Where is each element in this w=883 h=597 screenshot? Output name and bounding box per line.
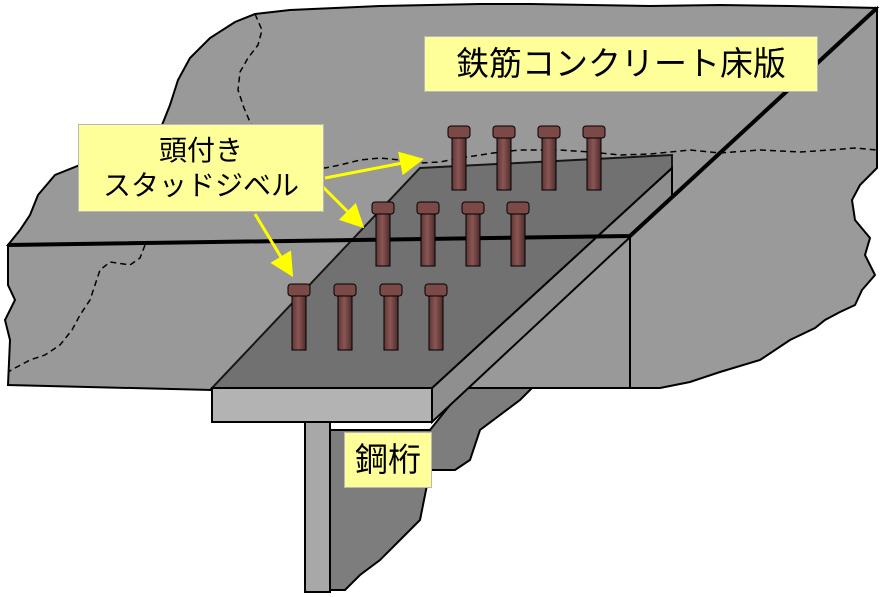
slab-label: 鉄筋コンクリート床版 — [424, 36, 818, 92]
arrow-to-middle-row — [320, 184, 365, 229]
headed-stud — [416, 201, 440, 267]
headed-stud — [461, 201, 485, 267]
stud-head — [379, 283, 403, 297]
stud-shank — [451, 137, 467, 191]
stud-head — [416, 201, 440, 215]
headed-studs-group — [287, 125, 606, 351]
headed-stud — [379, 283, 403, 351]
stud-head — [582, 125, 606, 139]
stud-head — [461, 201, 485, 215]
headed-stud — [371, 201, 395, 267]
stud-shank — [541, 137, 557, 191]
stud-shank — [420, 213, 436, 267]
headed-stud — [287, 283, 311, 351]
slab-right-face — [629, 5, 878, 389]
stud-shank — [428, 295, 444, 351]
stud-shank — [586, 137, 602, 191]
headed-stud — [447, 125, 471, 191]
arrow-to-front-row — [253, 213, 294, 278]
stud-shank — [496, 137, 512, 191]
stud-label: 頭付き スタッドジベル — [78, 124, 324, 212]
stud-shank — [465, 213, 481, 267]
girder-web — [304, 421, 331, 593]
headed-stud — [424, 283, 448, 351]
stud-head — [371, 201, 395, 215]
arrow-to-back-row — [324, 151, 424, 180]
stud-label-line1: 頭付き — [158, 134, 243, 167]
stud-shank — [383, 295, 399, 351]
stud-shank — [291, 295, 307, 351]
headed-stud — [492, 125, 516, 191]
stud-head — [506, 201, 530, 215]
stud-head — [492, 125, 516, 139]
headed-stud — [506, 201, 530, 267]
stud-head — [333, 283, 357, 297]
girder-flange-front — [211, 387, 433, 423]
stud-head — [537, 125, 561, 139]
headed-stud — [537, 125, 561, 191]
stud-head — [447, 125, 471, 139]
stud-shank — [375, 213, 391, 267]
stud-shank — [337, 295, 353, 351]
stud-head — [287, 283, 311, 297]
headed-stud — [333, 283, 357, 351]
stud-head — [424, 283, 448, 297]
stud-shank — [510, 213, 526, 267]
top-dashed-line — [237, 13, 878, 169]
girder-label: 鋼桁 — [344, 432, 432, 488]
stud-label-line2: スタッドジベル — [102, 169, 299, 202]
girder-label-text: 鋼桁 — [355, 440, 421, 480]
slab-label-text: 鉄筋コンクリート床版 — [456, 44, 786, 84]
headed-stud — [582, 125, 606, 191]
